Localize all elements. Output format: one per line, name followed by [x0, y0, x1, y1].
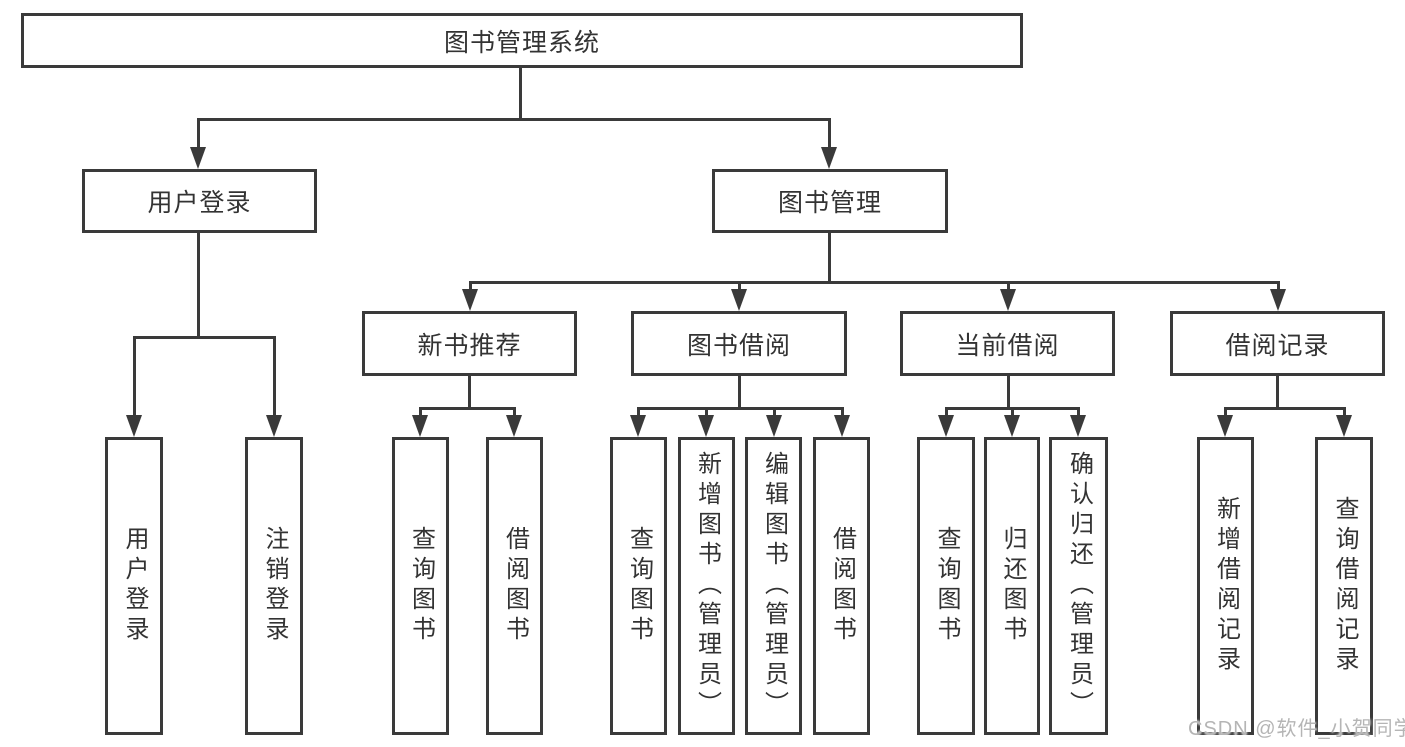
node-borrow-records: 借阅记录: [1170, 311, 1385, 376]
connector-line: [738, 281, 741, 291]
arrow-down-icon: [1004, 415, 1020, 437]
connector-line: [738, 376, 741, 407]
arrow-down-icon: [698, 415, 714, 437]
connector-line: [133, 336, 276, 339]
connector-line: [469, 281, 472, 291]
connector-line: [1077, 407, 1080, 417]
arrow-down-icon: [1270, 289, 1286, 311]
leaf-current-confirm-return-admin: 确认归还（管理员）: [1049, 437, 1108, 735]
connector-line: [1224, 407, 1227, 417]
connector-line: [1277, 281, 1280, 291]
connector-line: [1011, 407, 1014, 417]
connector-line: [1224, 407, 1345, 410]
connector-line: [1007, 281, 1010, 291]
arrow-down-icon: [731, 289, 747, 311]
leaf-records-add-borrow-record: 新增借阅记录: [1197, 437, 1254, 735]
leaf-borrow-borrow-books: 借阅图书: [813, 437, 870, 735]
connector-line: [1343, 407, 1346, 417]
arrow-down-icon: [821, 147, 837, 169]
node-user-login: 用户登录: [82, 169, 317, 233]
leaf-user-login: 用户登录: [105, 437, 163, 735]
arrow-down-icon: [834, 415, 850, 437]
connector-line: [519, 68, 522, 118]
node-book-borrow: 图书借阅: [631, 311, 847, 376]
leaf-current-query-books: 查询图书: [917, 437, 975, 735]
connector-line: [513, 407, 516, 417]
connector-line: [828, 118, 831, 148]
leaf-current-return-books: 归还图书: [984, 437, 1040, 735]
arrow-down-icon: [1000, 289, 1016, 311]
connector-line: [197, 118, 831, 121]
connector-line: [945, 407, 948, 417]
arrow-down-icon: [630, 415, 646, 437]
leaf-recommend-borrow-books: 借阅图书: [486, 437, 543, 735]
connector-line: [197, 233, 200, 336]
arrow-down-icon: [1217, 415, 1233, 437]
arrow-down-icon: [938, 415, 954, 437]
node-current-borrow: 当前借阅: [900, 311, 1115, 376]
connector-line: [273, 336, 276, 416]
connector-line: [468, 376, 471, 407]
leaf-logout: 注销登录: [245, 437, 303, 735]
connector-line: [469, 281, 1279, 284]
leaf-recommend-query-books: 查询图书: [392, 437, 449, 735]
connector-line: [828, 233, 831, 281]
arrow-down-icon: [462, 289, 478, 311]
connector-line: [419, 407, 422, 417]
leaf-records-query-borrow-record: 查询借阅记录: [1315, 437, 1373, 735]
arrow-down-icon: [412, 415, 428, 437]
connector-line: [1007, 376, 1010, 407]
connector-line: [197, 118, 200, 148]
connector-line: [773, 407, 776, 417]
node-new-book-recommend: 新书推荐: [362, 311, 577, 376]
connector-line: [419, 407, 516, 410]
arrow-down-icon: [506, 415, 522, 437]
arrow-down-icon: [266, 415, 282, 437]
connector-line: [637, 407, 640, 417]
arrow-down-icon: [1070, 415, 1086, 437]
node-book-management: 图书管理: [712, 169, 948, 233]
connector-line: [841, 407, 844, 417]
node-root: 图书管理系统: [21, 13, 1023, 68]
arrow-down-icon: [1336, 415, 1352, 437]
csdn-watermark: CSDN @软件_小贺同学: [1188, 718, 1405, 740]
arrow-down-icon: [190, 147, 206, 169]
leaf-borrow-query-books: 查询图书: [610, 437, 667, 735]
connector-line: [1276, 376, 1279, 407]
leaf-borrow-add-books-admin: 新增图书（管理员）: [678, 437, 735, 735]
connector-line: [637, 407, 843, 410]
connector-line: [705, 407, 708, 417]
arrow-down-icon: [766, 415, 782, 437]
arrow-down-icon: [126, 415, 142, 437]
leaf-borrow-edit-books-admin: 编辑图书（管理员）: [745, 437, 802, 735]
connector-line: [133, 336, 136, 416]
